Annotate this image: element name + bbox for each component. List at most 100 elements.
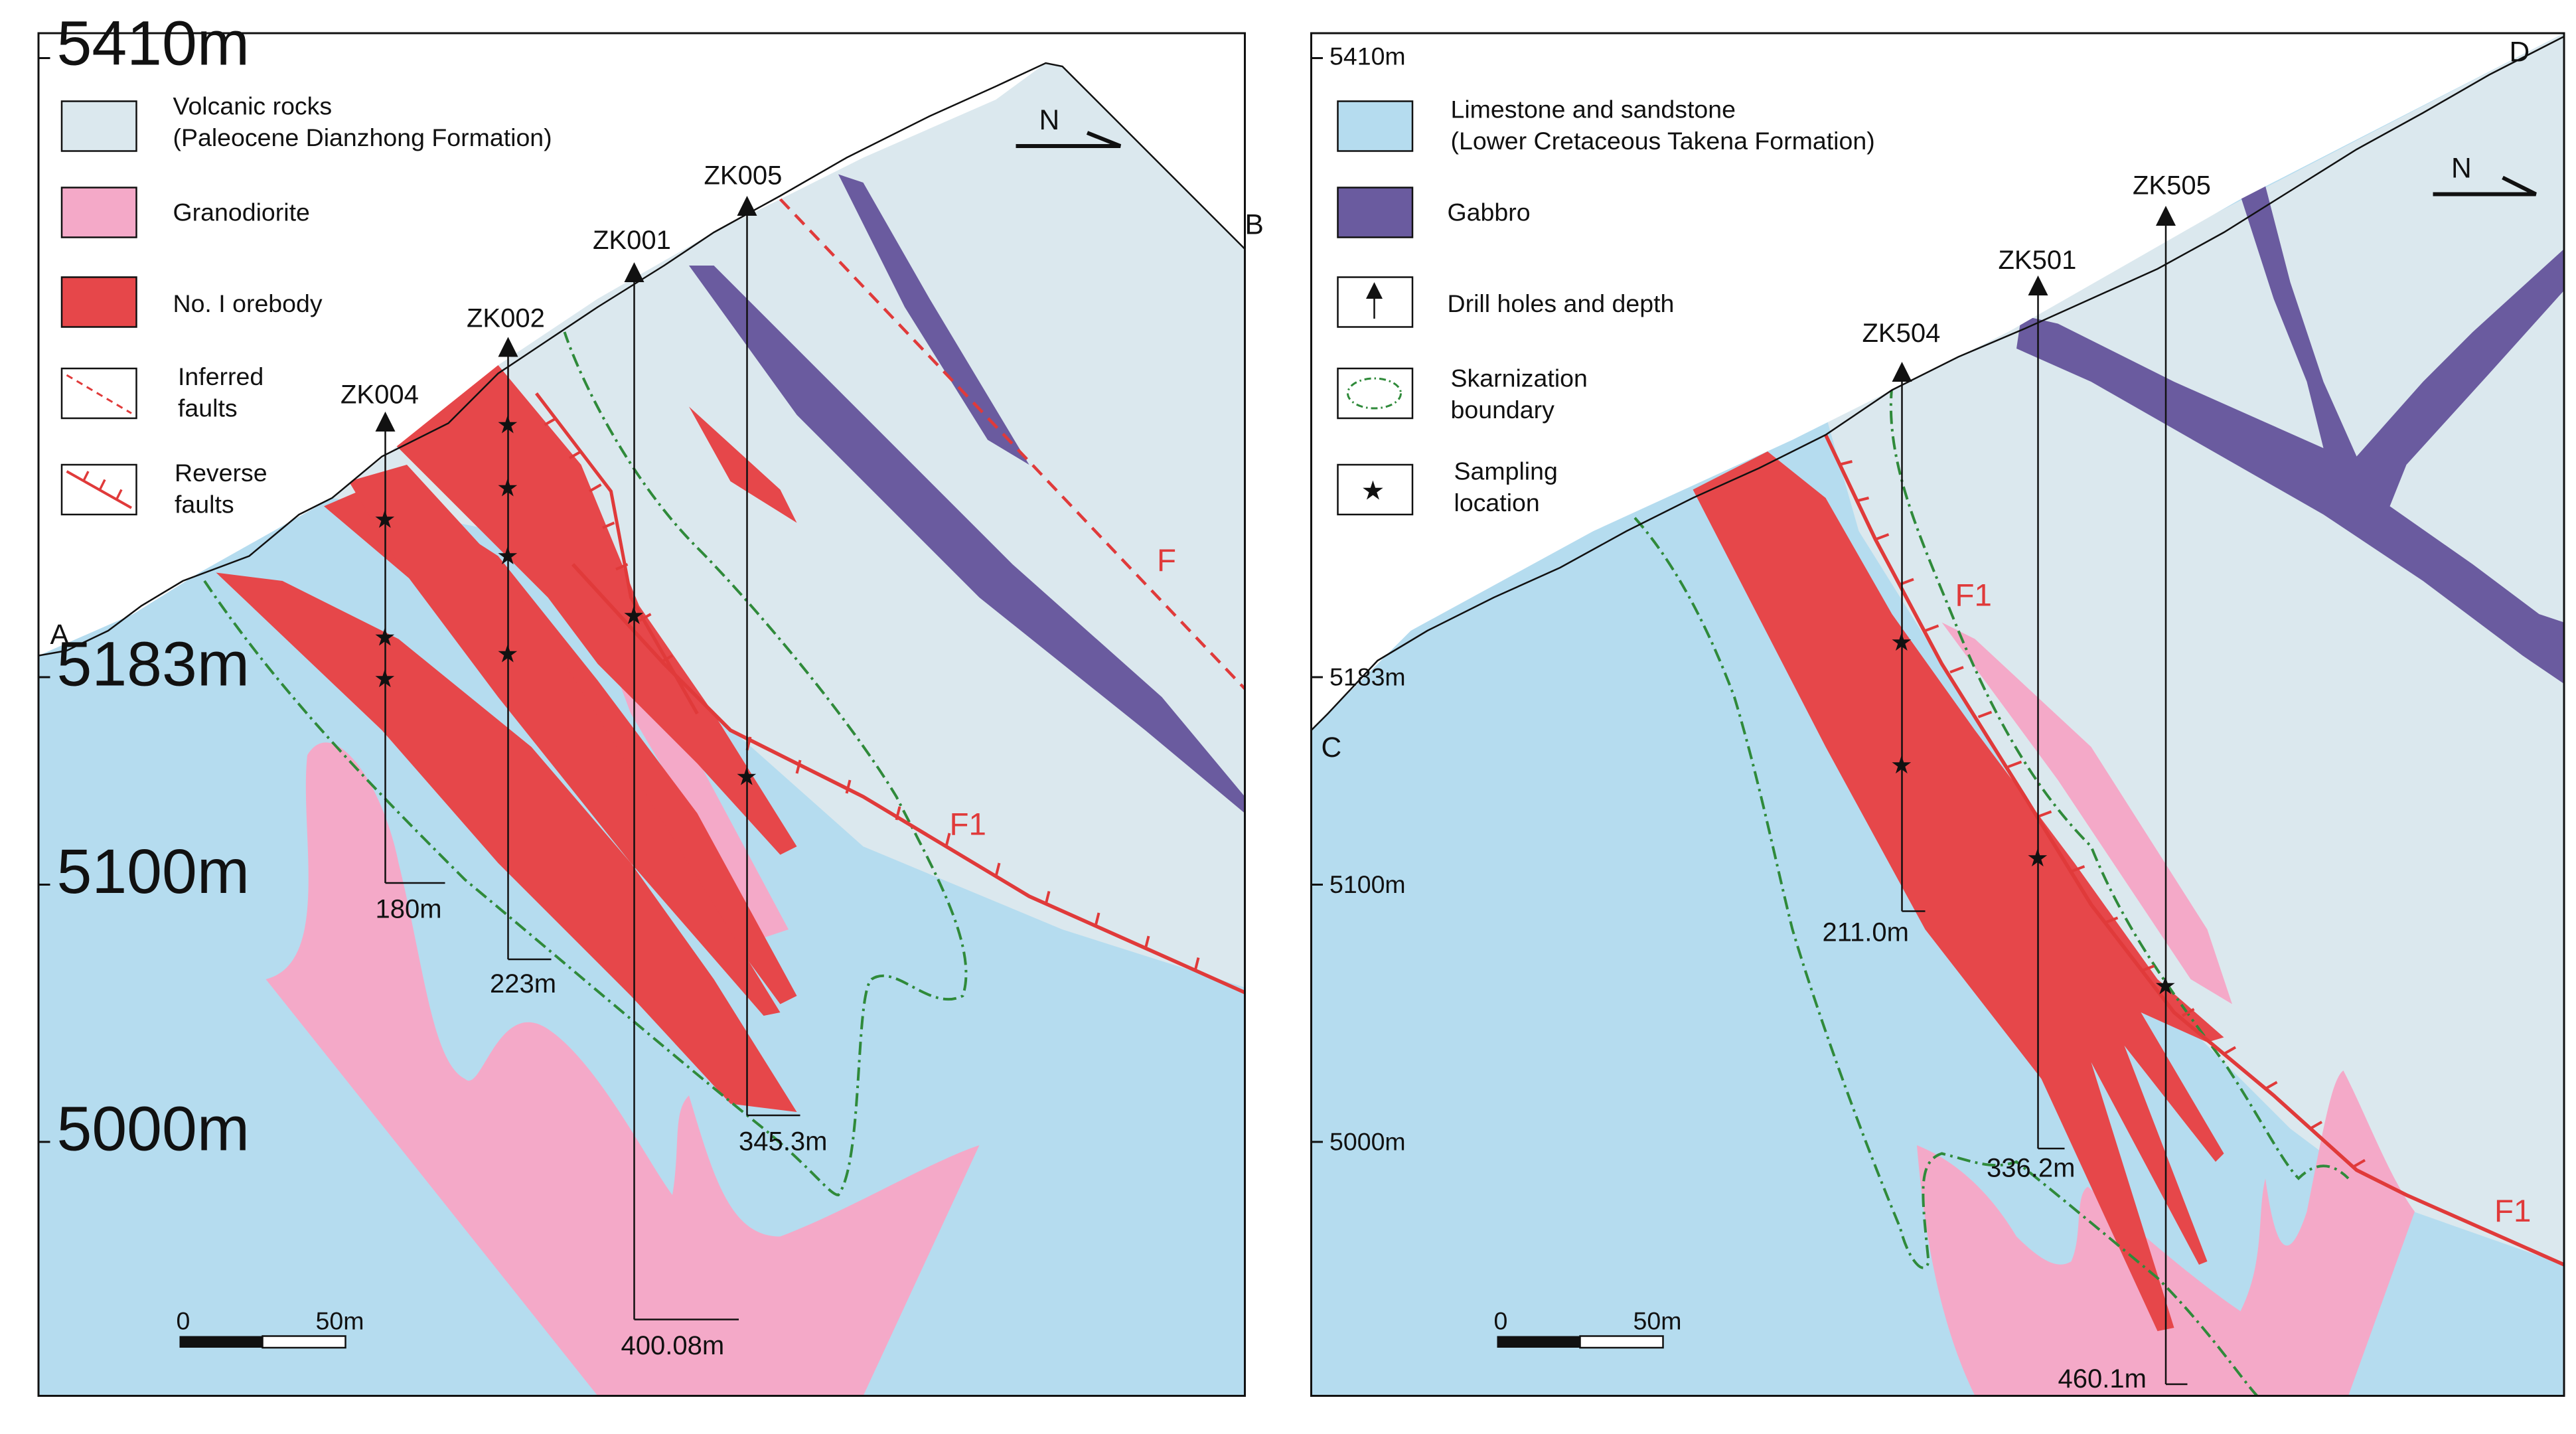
legend-label: (Lower Cretaceous Takena Formation) — [1451, 127, 1875, 155]
left-elev-5410: 5410m — [57, 9, 250, 79]
drill-arrow-icon — [2156, 206, 2176, 226]
drill-depth: 400.08m — [621, 1331, 725, 1360]
scale-end: 50m — [316, 1307, 364, 1335]
sample-star-icon: ★ — [2026, 844, 2049, 872]
legend-right: Limestone and sandstone (Lower Cretaceou… — [1337, 96, 1875, 517]
drill-hole-zk505: ZK505 460.1m — [2058, 171, 2211, 1394]
sample-star-icon: ★ — [374, 665, 396, 692]
legend-label: faults — [178, 394, 238, 422]
sky-left — [38, 33, 1245, 656]
drill-depth: 223m — [490, 969, 556, 998]
north-arrow-icon — [1016, 131, 1122, 148]
legend-label: faults — [175, 491, 234, 518]
sample-star-icon: ★ — [496, 542, 519, 570]
drill-arrow-icon — [375, 412, 396, 432]
legend-swatch-limestone — [1337, 100, 1414, 152]
drill-depth: 345.3m — [739, 1127, 827, 1156]
drill-name: ZK002 — [467, 304, 545, 333]
topography-right — [1311, 35, 2564, 731]
legend-label: Limestone and sandstone — [1451, 96, 1736, 123]
sample-star-icon: ★ — [623, 601, 645, 629]
drill-arrow-icon — [737, 196, 757, 216]
reverse-fault-f1-right — [1824, 434, 2564, 1267]
sample-star-icon: ★ — [1890, 628, 1913, 656]
drill-name: ZK501 — [1999, 246, 2077, 275]
right-elev-5100: 5100m — [1329, 870, 1406, 898]
sample-star-icon: ★ — [374, 505, 396, 533]
legend-left: Volcanic rocks (Paleocene Dianzhong Form… — [60, 92, 552, 518]
drill-hole-zk001: ZK001 400.08m — [593, 226, 739, 1360]
skarnization-boundary-left — [203, 331, 968, 1197]
legend-label: No. I orebody — [173, 289, 323, 317]
drill-depth: 336.2m — [1987, 1154, 2075, 1183]
right-elevation-ticks — [1311, 57, 1323, 1143]
sample-star-icon: ★ — [1890, 751, 1913, 779]
legend-label: Sampling — [1454, 457, 1558, 485]
legend-label: Inferred — [178, 362, 264, 390]
drill-hole-zk504: ZK504 211.0m — [1823, 319, 1941, 947]
granodiorite-dyke — [606, 647, 789, 938]
legend-swatch-gabbro — [1337, 187, 1414, 238]
drill-depth: 180m — [376, 895, 442, 924]
drill-hole-zk005: ZK005 345.3m — [704, 161, 828, 1156]
scale-bar-left: 0 50m — [177, 1307, 364, 1349]
drill-hole-zk004: ZK004 180m — [341, 380, 445, 924]
drill-name: ZK001 — [593, 226, 671, 255]
sample-star-icon: ★ — [496, 411, 519, 439]
right-elev-5183: 5183m — [1329, 663, 1406, 691]
granodiorite-body — [1917, 1070, 2415, 1396]
legend-swatch-volcanic — [60, 100, 137, 152]
orebody-no1 — [216, 365, 797, 1112]
right-elev-5000: 5000m — [1329, 1128, 1406, 1156]
volcanic-rock-unit — [1825, 33, 2564, 1265]
topography-left — [38, 62, 1245, 657]
granodiorite-dyke — [1941, 622, 2232, 1004]
scale-start: 0 — [1494, 1307, 1508, 1335]
legend-label: Skarnization — [1451, 364, 1588, 392]
left-elev-5183: 5183m — [57, 629, 250, 700]
left-section — [38, 33, 1245, 1396]
drill-arrow-icon — [498, 337, 518, 357]
granodiorite-body — [265, 742, 980, 1396]
drill-name: ZK505 — [2133, 171, 2211, 200]
drill-hole-zk002: ZK002 223m — [467, 304, 556, 999]
gabbro-dykes — [689, 174, 1245, 813]
right-drill-holes: ZK504 211.0m ZK501 336.2m ZK505 460.1m — [1823, 171, 2211, 1394]
left-drill-holes: ZK004 180m ZK002 223m ZK001 400.08m ZK00… — [341, 161, 827, 1361]
north-label-left: N — [1039, 105, 1060, 136]
fault-label-f1-lower: F1 — [2494, 1194, 2531, 1229]
sample-star-icon: ★ — [735, 763, 758, 791]
north-arrow-right: N — [2433, 153, 2537, 197]
skarnization-boundary-right — [1633, 517, 2258, 1396]
north-arrow-left: N — [1016, 105, 1122, 148]
scale-end: 50m — [1633, 1307, 1682, 1335]
skarn-boundary-icon — [1347, 377, 1402, 410]
left-corner-b: B — [1245, 210, 1264, 241]
drill-arrow-icon — [2028, 276, 2048, 295]
left-corner-a: A — [50, 619, 70, 651]
inferred-fault-icon — [66, 374, 132, 414]
drill-depth: 460.1m — [2058, 1364, 2147, 1394]
legend-label: Granodiorite — [173, 199, 310, 226]
legend-swatch-sample — [1337, 463, 1414, 516]
sample-star-icon: ★ — [496, 640, 519, 668]
left-sample-stars: ★ ★ ★ ★ ★ ★ ★ ★ ★ — [374, 411, 758, 791]
right-sample-stars: ★ ★ ★ ★ — [1890, 628, 2176, 1000]
sky-right — [1311, 33, 2564, 730]
drill-hole-zk501: ZK501 336.2m — [1987, 246, 2076, 1183]
reverse-fault-icon — [66, 470, 132, 509]
sample-star-icon: ★ — [1361, 477, 1385, 506]
right-elev-5410: 5410m — [1329, 42, 1406, 70]
right-corner-d: D — [2510, 37, 2530, 68]
inferred-fault-f — [779, 198, 1245, 690]
sample-star-icon: ★ — [496, 474, 519, 502]
right-section — [1311, 33, 2564, 1396]
left-elev-5000: 5000m — [57, 1094, 250, 1164]
scale-start: 0 — [177, 1307, 190, 1335]
legend-label: Reverse — [175, 459, 267, 487]
scale-bar-right: 0 50m — [1494, 1307, 1682, 1349]
drill-hole-icon — [1366, 282, 1383, 319]
legend-label: Drill holes and depth — [1448, 289, 1675, 317]
fault-label-f1-upper: F1 — [1955, 578, 1992, 613]
